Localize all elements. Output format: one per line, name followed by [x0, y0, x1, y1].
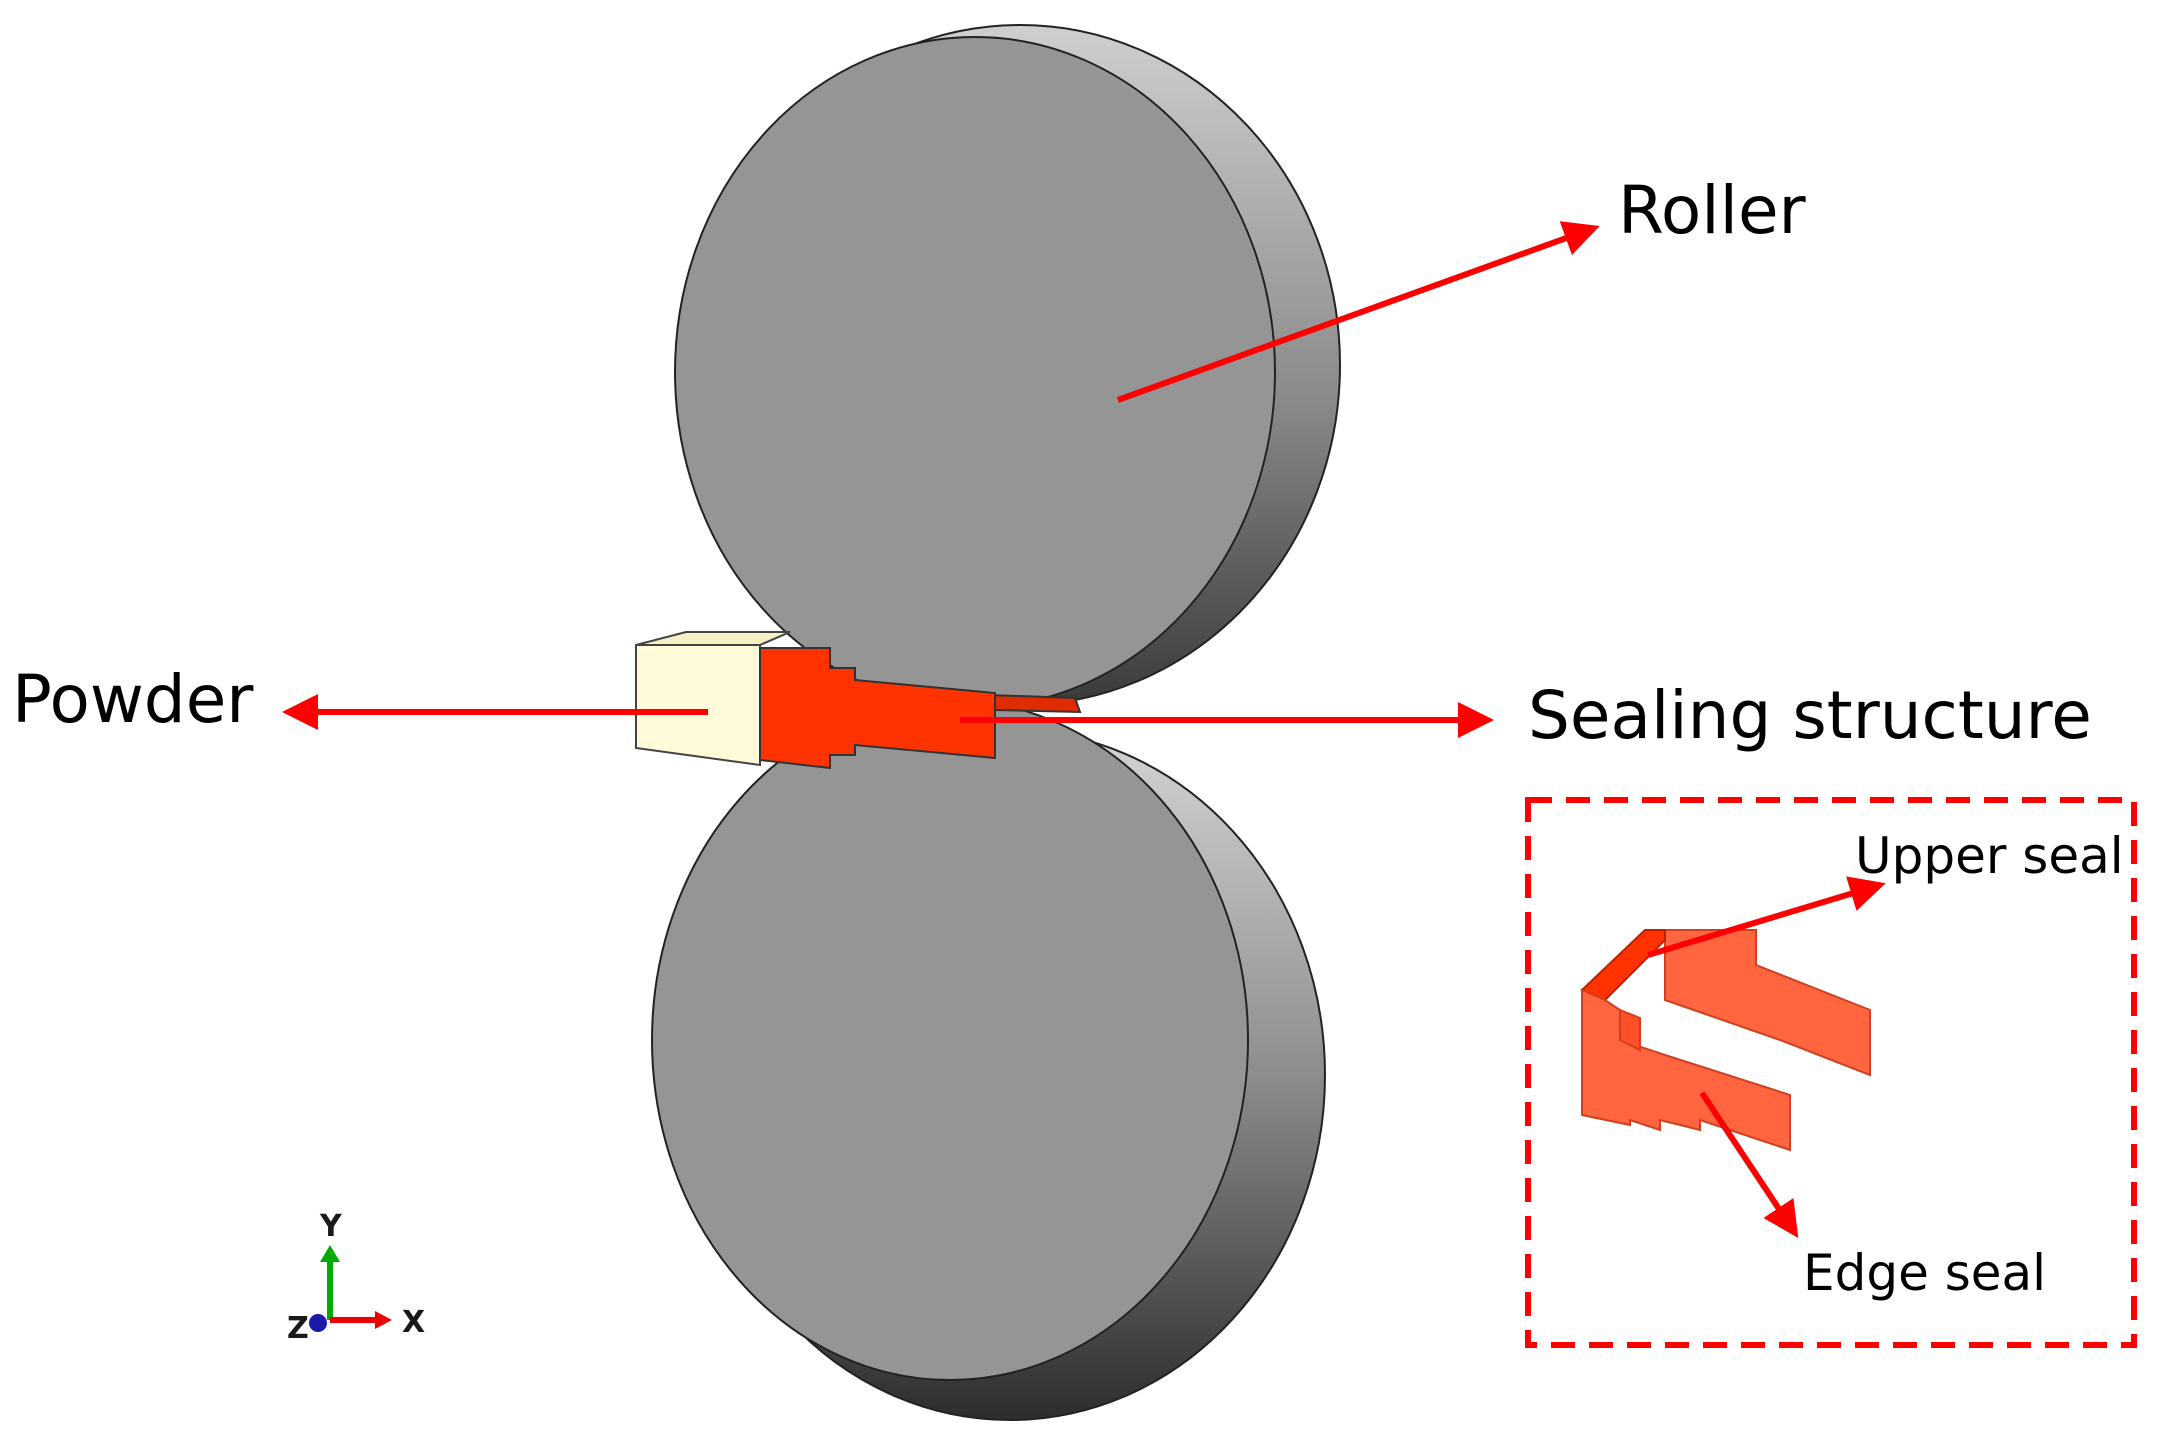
z-axis-label: Z: [287, 1311, 309, 1346]
top-roller-face: [674, 36, 1276, 708]
roller-arrow: [1116, 221, 1600, 403]
upper-seal-arrow: [1647, 876, 1886, 958]
edge-seal-arrow: [1699, 1091, 1799, 1238]
powder-label: Powder: [12, 661, 254, 738]
edge-seal-label: Edge seal: [1803, 1244, 2046, 1302]
sealing-structure-label: Sealing structure: [1528, 677, 2092, 754]
roller-label: Roller: [1618, 172, 1807, 249]
y-axis-label: Y: [319, 1209, 343, 1244]
seal-inset: Upper seal Edge seal: [1525, 797, 2137, 1348]
sealing-structure: [759, 647, 1082, 770]
sealing-structure-body: [759, 647, 996, 770]
axis-triad: Y X Z: [287, 1209, 425, 1346]
bottom-roller-face: [651, 699, 1249, 1381]
x-axis-arrowhead: [375, 1311, 392, 1329]
inset-dashed-frame: [1525, 797, 2137, 1348]
z-axis-dot: [309, 1314, 327, 1332]
inset-seal-model: [1580, 929, 1871, 1152]
y-axis-arrowhead: [320, 1245, 340, 1262]
top-roller: [674, 24, 1341, 708]
bottom-roller: [651, 699, 1326, 1421]
upper-seal-label: Upper seal: [1855, 827, 2124, 885]
x-axis-label: X: [402, 1305, 425, 1340]
